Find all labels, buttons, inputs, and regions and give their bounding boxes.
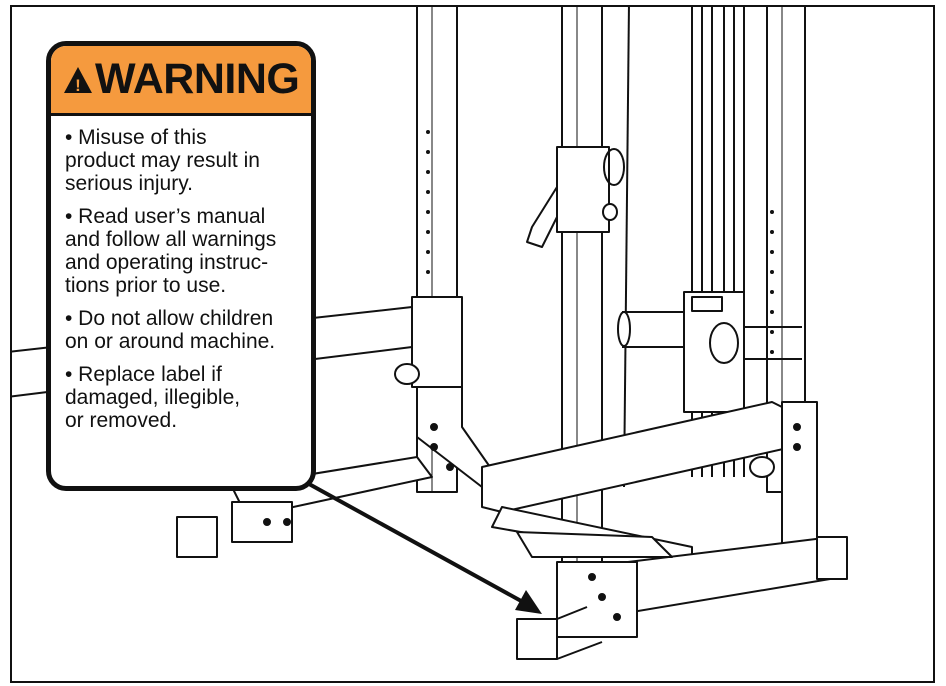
pin-knob-right — [749, 456, 775, 478]
warning-triangle-icon: ! — [64, 66, 92, 95]
svg-text:!: ! — [75, 76, 81, 95]
pin-knob-left — [394, 363, 420, 385]
front-foot — [516, 618, 558, 660]
warning-title: WARNING — [95, 55, 300, 103]
warning-item: • Misuse of this product may result in s… — [65, 126, 260, 195]
figure-frame: ! WARNING • Misuse of this product may r… — [10, 5, 935, 683]
warning-header: ! WARNING — [51, 46, 311, 116]
j-hook — [556, 146, 610, 233]
warning-item: • Read user’s manual and follow all warn… — [65, 205, 277, 297]
warning-items: • Misuse of this product may result in s… — [51, 116, 311, 432]
warning-item: • Replace label if damaged, illegible, o… — [65, 363, 241, 432]
label-location-arrow — [299, 477, 533, 609]
warning-item: • Do not allow children on or around mac… — [65, 307, 276, 353]
warning-label: ! WARNING • Misuse of this product may r… — [46, 41, 316, 491]
